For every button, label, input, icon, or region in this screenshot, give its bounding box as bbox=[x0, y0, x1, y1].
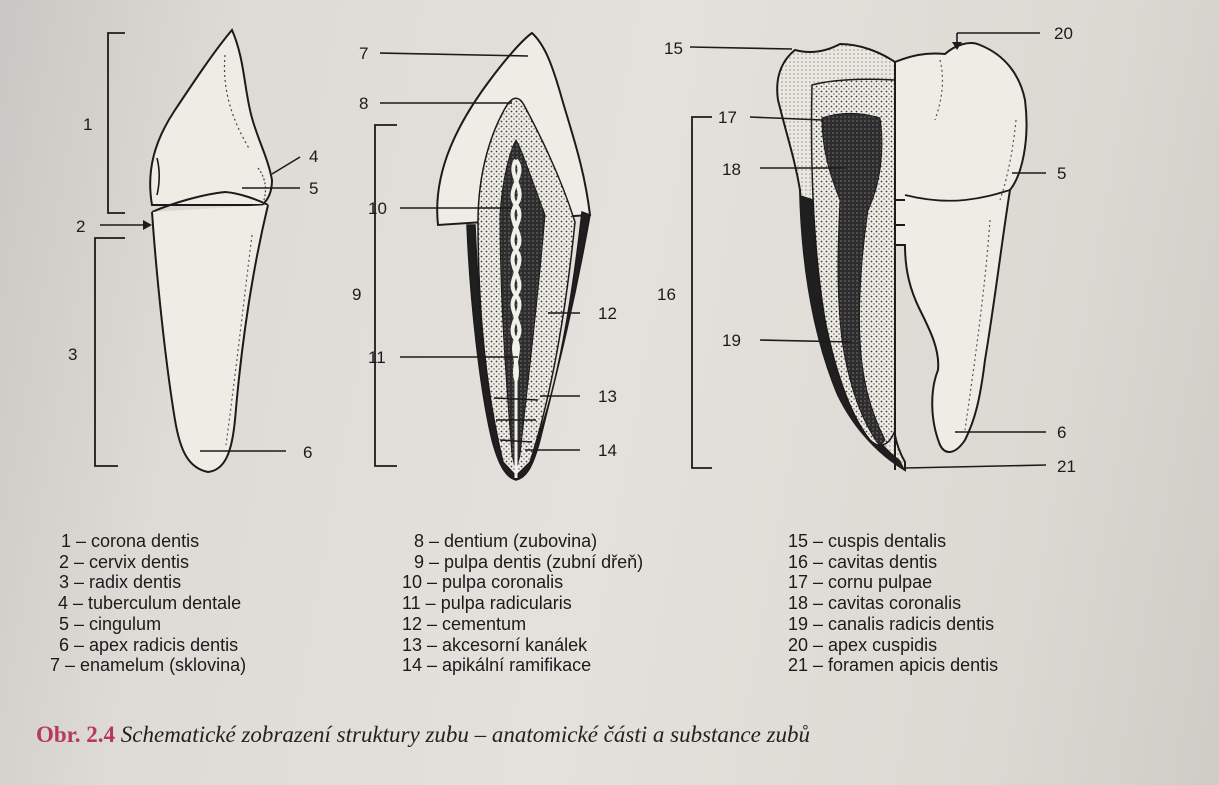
label-7: 7 bbox=[359, 44, 368, 63]
label-2: 2 bbox=[76, 217, 85, 236]
legend-item: 11 – pulpa radicularis bbox=[402, 593, 643, 614]
legend-item: 12 – cementum bbox=[402, 614, 643, 635]
incisor-section bbox=[375, 33, 590, 480]
label-1: 1 bbox=[83, 115, 92, 134]
legend-item: 16 – cavitas dentis bbox=[788, 552, 998, 573]
legend-item: 17 – cornu pulpae bbox=[788, 572, 998, 593]
label-4: 4 bbox=[309, 147, 318, 166]
legend-item: 1 – corona dentis bbox=[50, 531, 246, 552]
legend-item: 3 – radix dentis bbox=[50, 572, 246, 593]
legend-item: 14 – apikální ramifikace bbox=[402, 655, 643, 676]
figure-caption: Obr. 2.4 Schematické zobrazení struktury… bbox=[36, 722, 810, 748]
legend-item: 6 – apex radicis dentis bbox=[50, 635, 246, 656]
legend-item: 15 – cuspis dentalis bbox=[788, 531, 998, 552]
label-3: 3 bbox=[68, 345, 77, 364]
label-6: 6 bbox=[303, 443, 312, 462]
label-9: 9 bbox=[352, 285, 361, 304]
molar-section bbox=[690, 33, 1046, 470]
legend-item: 18 – cavitas coronalis bbox=[788, 593, 998, 614]
canine-crown bbox=[150, 30, 272, 205]
legend-item: 2 – cervix dentis bbox=[50, 552, 246, 573]
label-20: 20 bbox=[1054, 24, 1073, 43]
legend-column-1: 1 – corona dentis 2 – cervix dentis 3 – … bbox=[50, 531, 246, 676]
label-5: 5 bbox=[309, 179, 318, 198]
legend-item: 20 – apex cuspidis bbox=[788, 635, 998, 656]
label-11: 11 bbox=[368, 348, 386, 367]
label-5-molar: 5 bbox=[1057, 164, 1066, 183]
figure-number: Obr. 2.4 bbox=[36, 722, 115, 747]
label-17: 17 bbox=[718, 108, 737, 127]
label-16: 16 bbox=[657, 285, 676, 304]
label-14: 14 bbox=[598, 441, 617, 460]
legend-column-3: 15 – cuspis dentalis 16 – cavitas dentis… bbox=[788, 531, 998, 676]
legend-item: 8 – dentium (zubovina) bbox=[402, 531, 643, 552]
label-8: 8 bbox=[359, 94, 368, 113]
legend-item: 9 – pulpa dentis (zubní dřeň) bbox=[402, 552, 643, 573]
label-12: 12 bbox=[598, 304, 617, 323]
legend-item: 5 – cingulum bbox=[50, 614, 246, 635]
label-21: 21 bbox=[1057, 457, 1076, 476]
figure-title: Schematické zobrazení struktury zubu – a… bbox=[121, 722, 810, 747]
label-6-molar: 6 bbox=[1057, 423, 1066, 442]
legend-item: 19 – canalis radicis dentis bbox=[788, 614, 998, 635]
label-15: 15 bbox=[664, 39, 683, 58]
legend-item: 7 – enamelum (sklovina) bbox=[50, 655, 246, 676]
legend-item: 10 – pulpa coronalis bbox=[402, 572, 643, 593]
label-18: 18 bbox=[722, 160, 741, 179]
label-19: 19 bbox=[722, 331, 741, 350]
label-13: 13 bbox=[598, 387, 617, 406]
molar-external-half bbox=[895, 43, 1027, 452]
canine-external-view bbox=[95, 30, 300, 472]
legend-item: 4 – tuberculum dentale bbox=[50, 593, 246, 614]
legend-item: 13 – akcesorní kanálek bbox=[402, 635, 643, 656]
legend-column-2: 8 – dentium (zubovina) 9 – pulpa dentis … bbox=[402, 531, 643, 676]
legend-item: 21 – foramen apicis dentis bbox=[788, 655, 998, 676]
label-10: 10 bbox=[368, 199, 387, 218]
